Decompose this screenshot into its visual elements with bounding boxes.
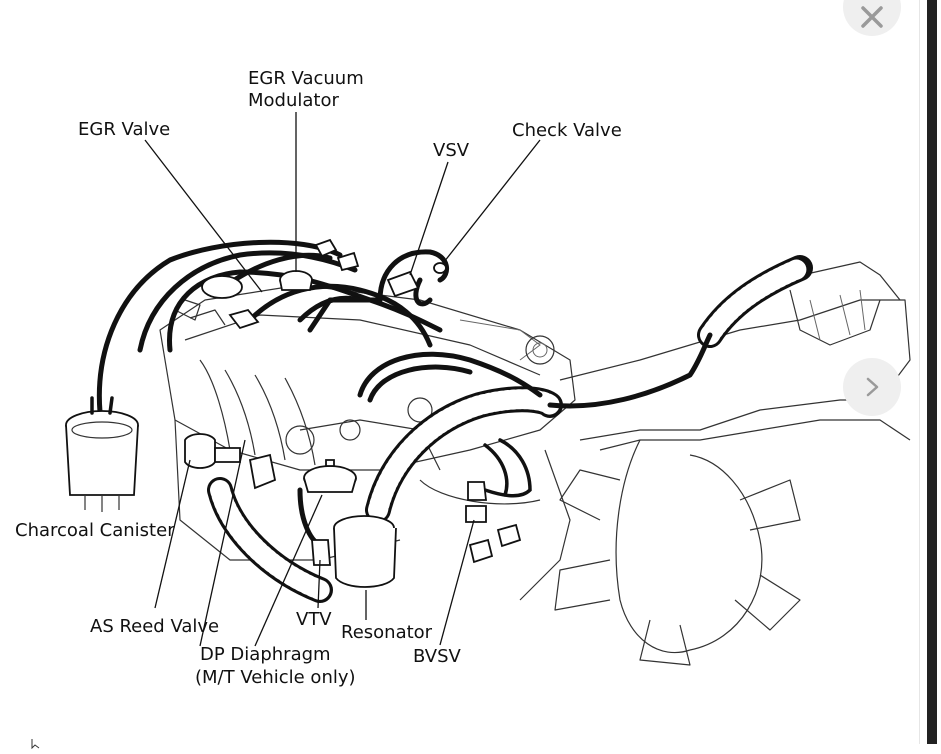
label-vsv: VSV [433, 140, 470, 161]
label-dp-diaphragm-line1: DP Diaphragm [200, 644, 331, 665]
chevron-right-icon [862, 376, 882, 398]
vtv-part [311, 539, 331, 566]
engine-block [159, 284, 576, 561]
leader-lines [144, 112, 541, 647]
check-valve-part [433, 262, 447, 274]
engine-vacuum-hose-diagram: EGR Vacuum Modulator EGR Valve VSV Check… [15, 68, 911, 688]
intake-hoses [207, 255, 813, 603]
label-charcoal-canister: Charcoal Canister [15, 520, 175, 541]
resonator-part [333, 515, 397, 588]
transmission-and-fan [519, 261, 911, 666]
label-egr-vacuum-modulator-line1: EGR Vacuum [248, 68, 364, 89]
mouse-cursor-icon [31, 736, 43, 754]
label-vtv: VTV [296, 609, 332, 630]
bvsv-part [465, 481, 522, 564]
part-labels: EGR Vacuum Modulator EGR Valve VSV Check… [15, 68, 622, 688]
label-dp-diaphragm-line2: (M/T Vehicle only) [195, 667, 356, 688]
next-image-button[interactable] [843, 358, 901, 416]
vacuum-hoses [96, 239, 713, 548]
scrollbar[interactable] [919, 0, 941, 744]
egr-valve-part [201, 275, 260, 330]
dp-diaphragm-part [303, 459, 357, 493]
as-reed-valve-part [184, 433, 277, 490]
label-as-reed-valve: AS Reed Valve [90, 616, 219, 637]
label-resonator: Resonator [341, 622, 433, 643]
close-icon [859, 4, 885, 30]
scrollbar-thumb[interactable] [927, 0, 937, 744]
egr-vacuum-modulator-part [279, 270, 313, 291]
charcoal-canister-part [65, 396, 139, 512]
label-egr-vacuum-modulator-line2: Modulator [248, 90, 339, 111]
label-check-valve: Check Valve [512, 120, 622, 141]
vsv-part [314, 238, 420, 298]
label-egr-valve: EGR Valve [78, 119, 170, 140]
label-bvsv: BVSV [413, 646, 462, 667]
